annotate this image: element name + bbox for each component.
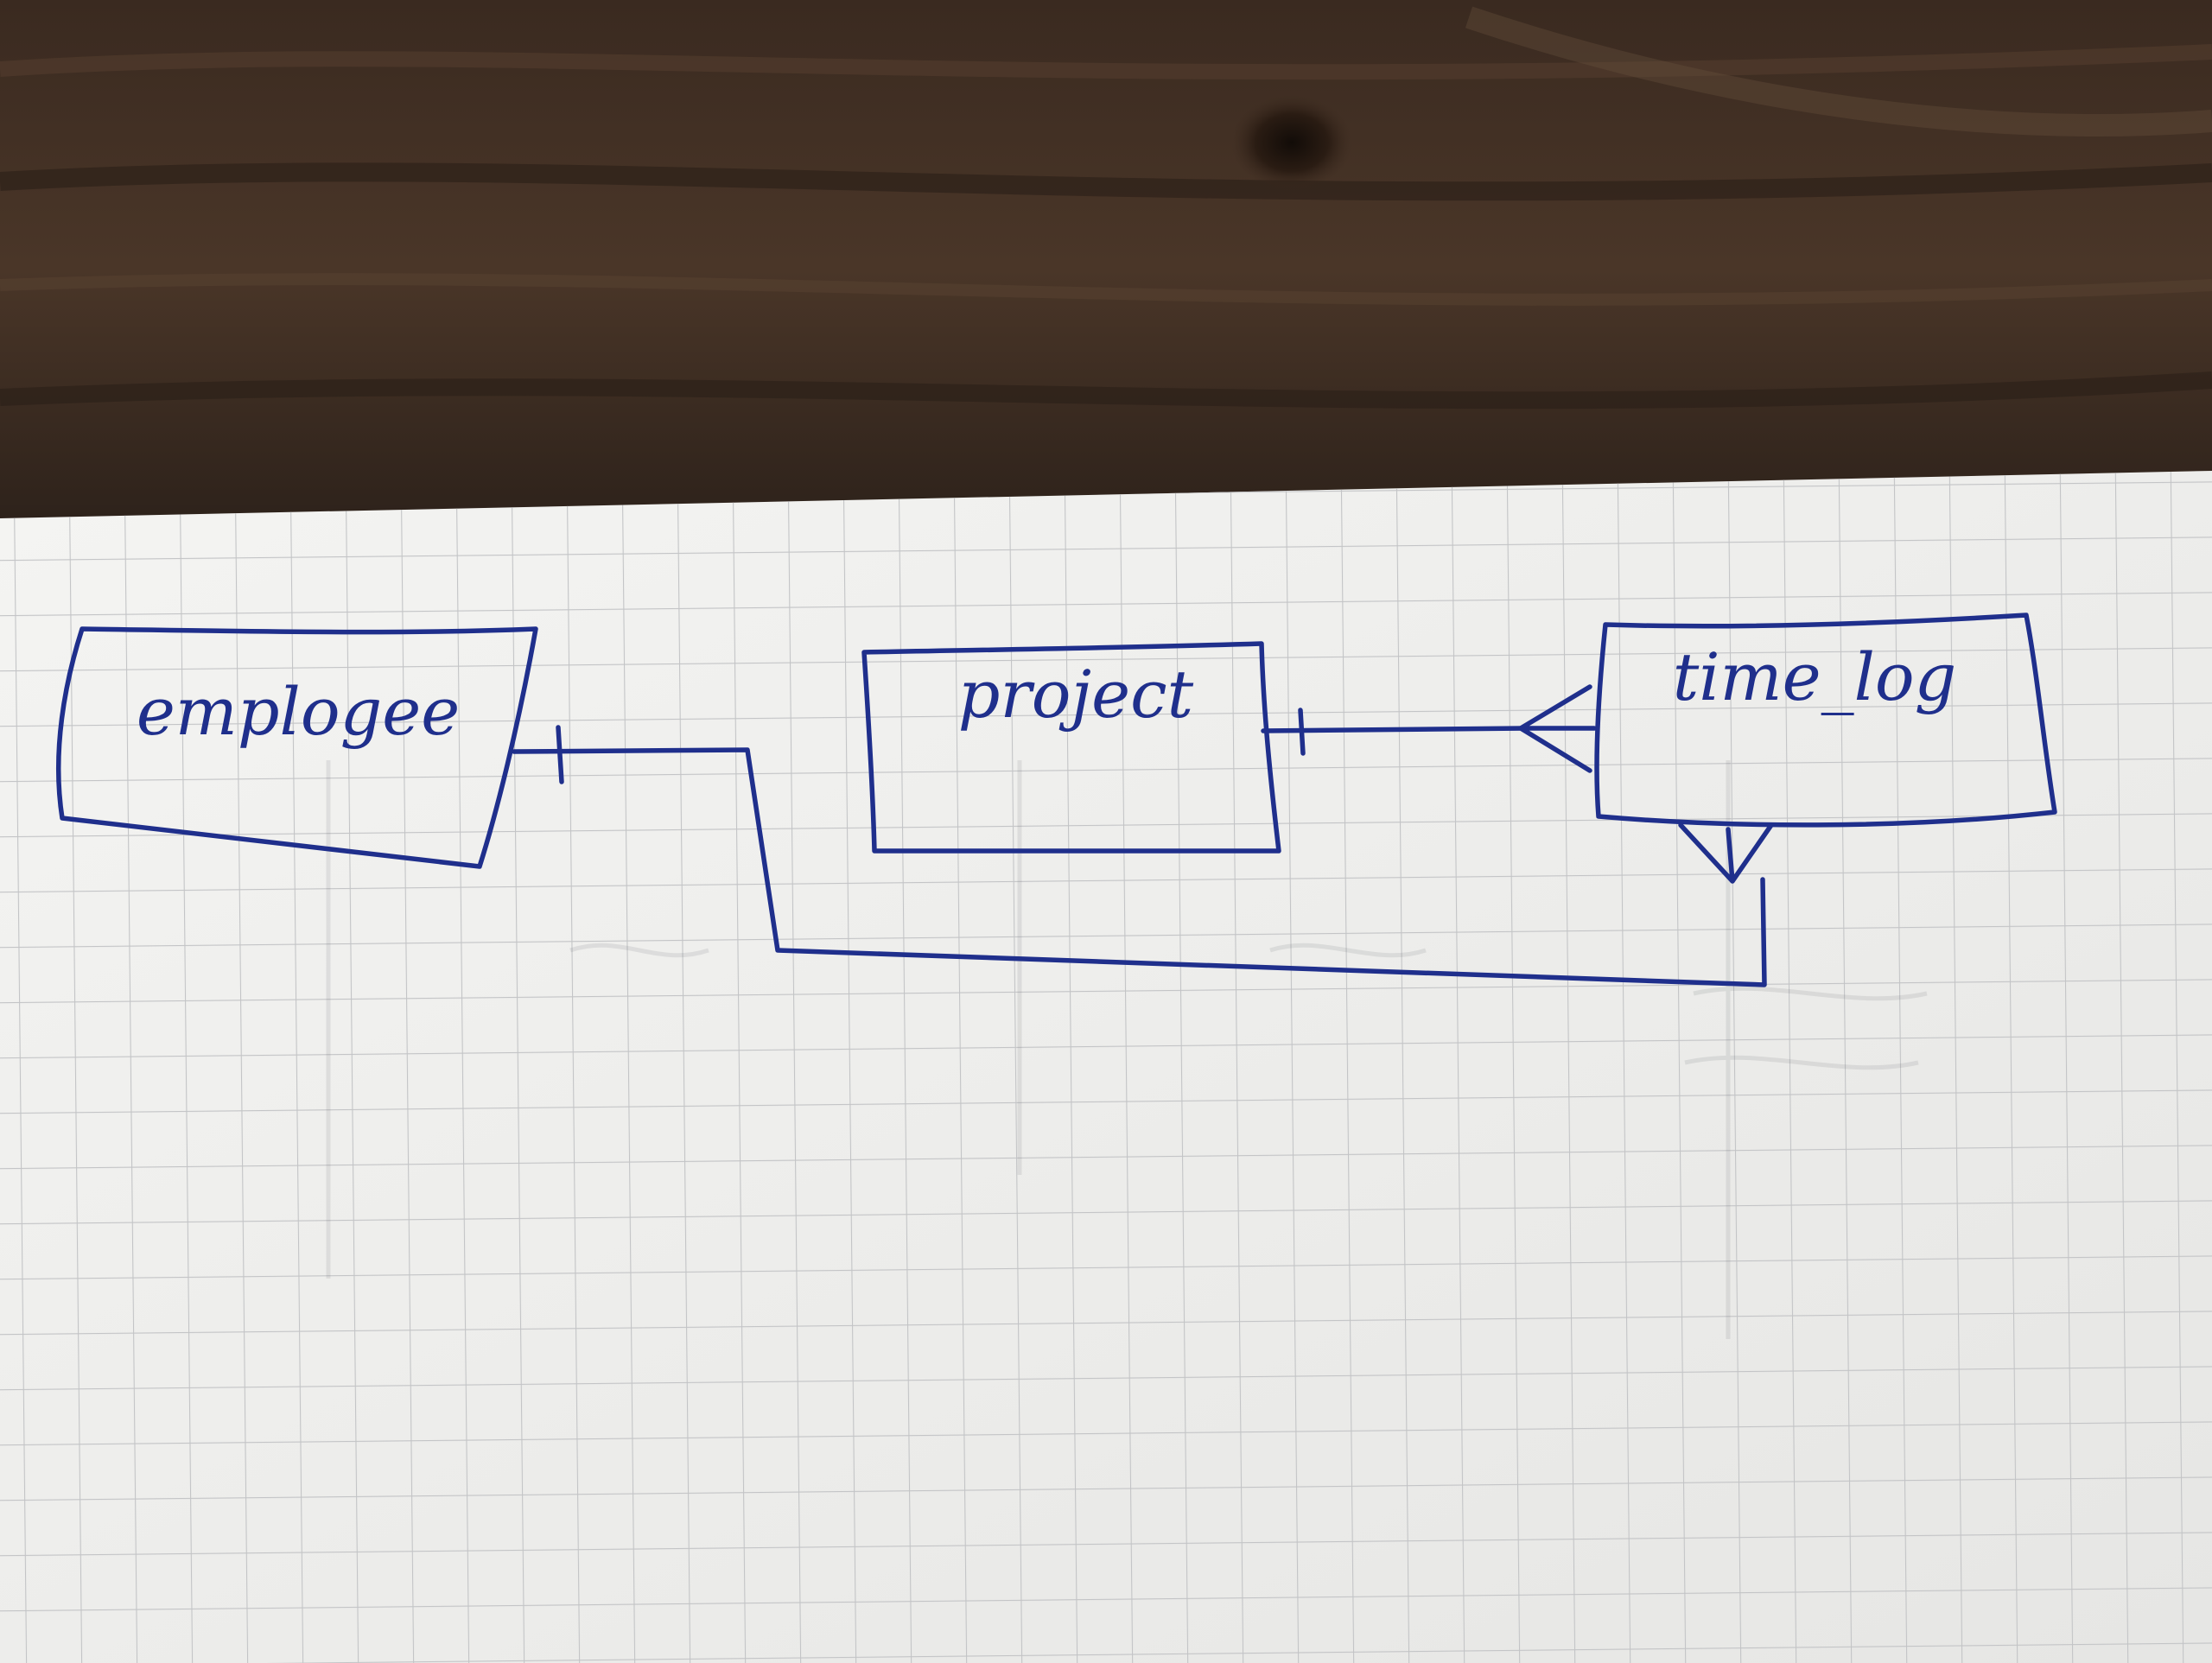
- entity-label: project: [958, 656, 1194, 733]
- entity-box: [1594, 613, 2057, 828]
- relationship-line: [512, 747, 1767, 987]
- relationship-employee-time-log: [512, 725, 1774, 987]
- relationship-line: [1261, 726, 1528, 733]
- relationship-project-time-log: [1261, 684, 1597, 773]
- entity-label: time_log: [1673, 638, 1957, 715]
- one-cardinality-mark: [1298, 708, 1306, 756]
- many-cardinality-mark: [1678, 822, 1774, 884]
- entity-box: [55, 626, 538, 869]
- entity-time-log: time_log: [1594, 613, 2057, 828]
- entity-employee: emplogee: [55, 626, 538, 869]
- many-cardinality-mark: [1518, 684, 1597, 773]
- entity-project: project: [861, 641, 1281, 854]
- one-cardinality-mark: [556, 725, 564, 784]
- entity-label: emplogee: [137, 673, 460, 750]
- wood-desk: [0, 0, 2212, 536]
- er-diagram: emplogee project time_log: [55, 613, 2057, 987]
- entity-box: [861, 641, 1281, 854]
- grid-paper: [0, 471, 2212, 1663]
